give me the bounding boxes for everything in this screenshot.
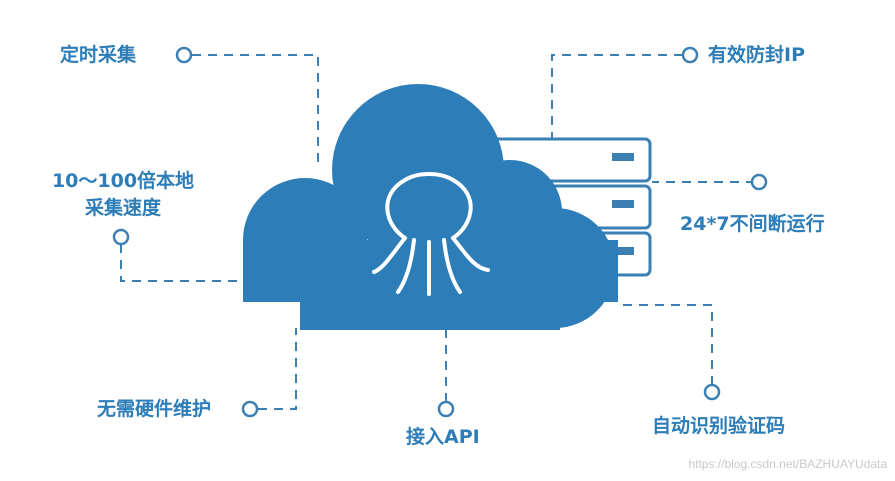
feature-ip-protection: 有效防封IP — [708, 44, 805, 66]
endpoint-api — [437, 400, 455, 418]
connector-lines — [120, 54, 755, 410]
endpoint-captcha — [703, 383, 721, 401]
connector-no-hardware — [258, 328, 297, 410]
connector-captcha — [620, 304, 713, 385]
feature-api-access: 接入API — [406, 426, 480, 448]
feature-collection-speed: 10～100倍本地 采集速度 — [43, 168, 203, 222]
feature-scheduled-collection: 定时采集 — [60, 44, 137, 66]
server-led-3 — [612, 247, 634, 255]
server-led-2 — [612, 200, 634, 208]
connector-endpoints — [112, 46, 768, 418]
feature-captcha-recognition: 自动识别验证码 — [652, 415, 786, 437]
watermark: https://blog.csdn.net/BAZHUAYUdata — [688, 457, 887, 471]
octopus-logo-icon — [372, 172, 490, 296]
connector-ip — [551, 54, 683, 138]
endpoint-no-hardware — [241, 400, 259, 418]
feature-always-on: 24*7不间断运行 — [680, 213, 825, 235]
endpoint-scheduled — [175, 46, 193, 64]
cloud-shape — [243, 84, 618, 330]
endpoint-ip — [681, 46, 699, 64]
endpoint-always-on — [750, 173, 768, 191]
connector-scheduled — [192, 54, 319, 168]
feature-speed-line-2: 采集速度 — [84, 197, 161, 219]
server-led-1 — [612, 153, 634, 161]
feature-speed-line-1: 10～100倍本地 — [51, 170, 195, 192]
feature-no-hardware-maintenance: 无需硬件维护 — [97, 398, 212, 420]
endpoint-speed — [112, 228, 130, 246]
connector-speed — [120, 244, 243, 282]
